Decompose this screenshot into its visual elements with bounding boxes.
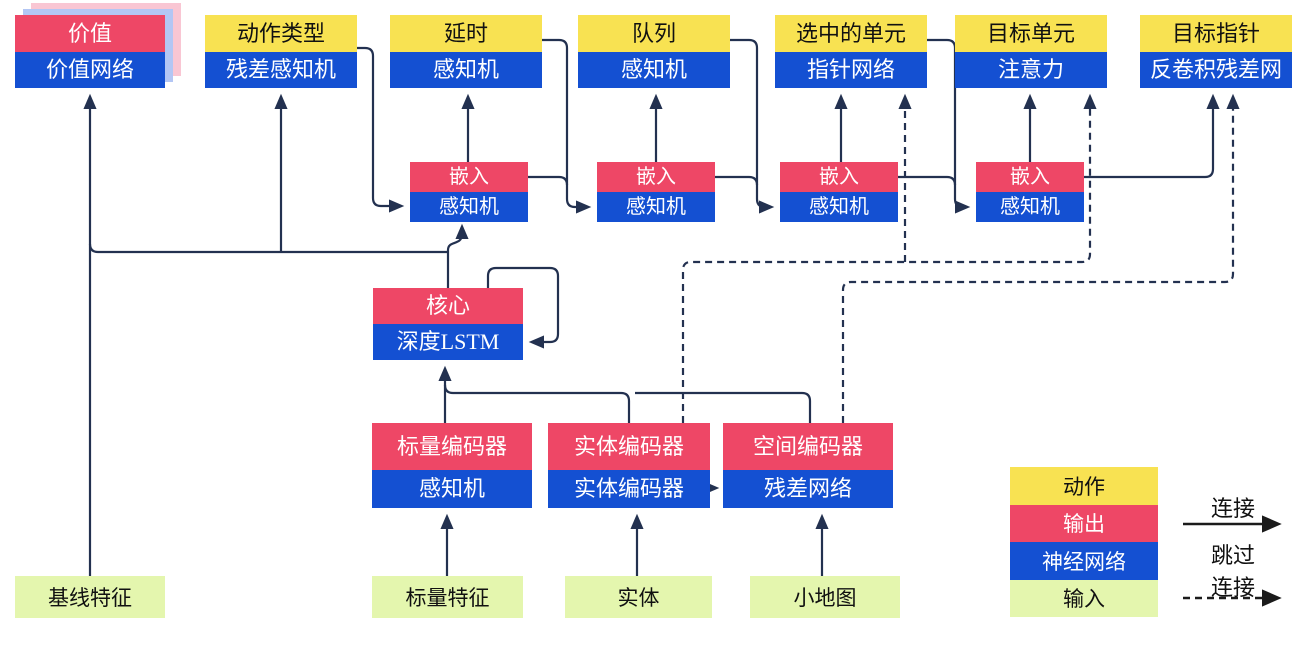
- wire-emb4-to-pointer: [1084, 93, 1220, 179]
- node-spatial-encoder-output-label: 空间编码器: [723, 423, 893, 470]
- node-embedding-3-output-label: 嵌入: [780, 162, 898, 192]
- legend-solid-label: 连接: [1210, 496, 1255, 521]
- node-queue-action-label: 队列: [578, 15, 730, 52]
- node-selected-units: 选中的单元 指针网络: [775, 15, 927, 88]
- node-target-unit: 目标单元 注意力: [955, 15, 1107, 88]
- node-embedding-1: 嵌入 感知机: [410, 162, 528, 222]
- legend-dashed-label-line1: 跳过: [1210, 543, 1255, 568]
- node-queue-network-label: 感知机: [578, 52, 730, 88]
- legend-row-input: 输入: [1010, 579, 1158, 617]
- node-action-type: 动作类型 残差感知机: [205, 15, 357, 88]
- legend-action-label: 动作: [1063, 474, 1105, 499]
- node-core: 核心 深度LSTM: [373, 288, 523, 360]
- node-scalar-encoder: 标量编码器 感知机: [372, 423, 532, 508]
- wire-skip-entity: [681, 93, 1097, 423]
- legend-output-label: 输出: [1063, 512, 1105, 537]
- node-entity-encoder-output-label: 实体编码器: [548, 423, 710, 470]
- wire-emb3-merge: [898, 175, 957, 186]
- legend-color-stack: 动作 输出 神经网络 输入: [1010, 467, 1158, 617]
- node-target-point-network-label: 反卷积残差网: [1140, 52, 1292, 88]
- legend-row-action: 动作: [1010, 467, 1158, 505]
- input-minimap: 小地图: [750, 576, 900, 618]
- node-entity-encoder: 实体编码器 实体编码器: [548, 423, 710, 508]
- input-scalar-features: 标量特征: [372, 576, 523, 618]
- wire-lstm-output-left: [88, 243, 448, 254]
- node-embedding-2: 嵌入 感知机: [597, 162, 715, 222]
- input-baseline-features: 基线特征: [15, 576, 165, 618]
- node-embedding-1-network-label: 感知机: [410, 192, 528, 222]
- node-embedding-4-network-label: 感知机: [976, 192, 1084, 222]
- node-spatial-encoder: 空间编码器 残差网络: [723, 423, 893, 508]
- node-target-unit-network-label: 注意力: [955, 52, 1107, 88]
- node-embedding-2-network-label: 感知机: [597, 192, 715, 222]
- input-entities: 实体: [565, 576, 712, 618]
- wire-emb1-merge: [528, 175, 569, 186]
- node-delay: 延时 感知机: [390, 15, 542, 88]
- wire-chain-queue: [730, 38, 775, 214]
- wire-entity-merge: [443, 384, 631, 423]
- legend-row-output: 输出: [1010, 504, 1158, 542]
- node-value-output-label: 价值: [15, 15, 165, 52]
- node-embedding-2-output-label: 嵌入: [597, 162, 715, 192]
- legend-network-label: 神经网络: [1042, 549, 1126, 574]
- node-core-output-label: 核心: [373, 288, 523, 324]
- node-selected-units-action-label: 选中的单元: [775, 15, 927, 52]
- node-target-unit-action-label: 目标单元: [955, 15, 1107, 52]
- legend-row-network: 神经网络: [1010, 542, 1158, 580]
- node-embedding-4-output-label: 嵌入: [976, 162, 1084, 192]
- node-embedding-3-network-label: 感知机: [780, 192, 898, 222]
- wire-emb2-merge: [715, 175, 759, 186]
- node-target-point-action-label: 目标指针: [1140, 15, 1292, 52]
- node-delay-network-label: 感知机: [390, 52, 542, 88]
- wire-lstm-to-embedding1: [446, 223, 469, 288]
- legend-input-label: 输入: [1063, 587, 1105, 612]
- node-value-network-label: 价值网络: [15, 52, 165, 88]
- node-delay-action-label: 延时: [390, 15, 542, 52]
- node-queue: 队列 感知机: [578, 15, 730, 88]
- legend-dashed-label: 跳过 连接: [1178, 538, 1288, 602]
- node-action-type-action-label: 动作类型: [205, 15, 357, 52]
- wire-skip-spatial: [841, 93, 1240, 423]
- wire-spatial-merge: [635, 391, 812, 423]
- node-embedding-4: 嵌入 感知机: [976, 162, 1084, 222]
- node-embedding-3: 嵌入 感知机: [780, 162, 898, 222]
- node-value: 价值 价值网络: [15, 15, 165, 88]
- node-target-point: 目标指针 反卷积残差网: [1140, 15, 1292, 88]
- node-embedding-1-output-label: 嵌入: [410, 162, 528, 192]
- skip-connections: [681, 93, 1240, 423]
- node-spatial-encoder-network-label: 残差网络: [723, 470, 893, 508]
- node-selected-units-network-label: 指针网络: [775, 52, 927, 88]
- node-core-network-label: 深度LSTM: [373, 324, 523, 360]
- node-entity-encoder-network-label: 实体编码器: [548, 470, 710, 508]
- node-scalar-encoder-output-label: 标量编码器: [372, 423, 532, 470]
- node-scalar-encoder-network-label: 感知机: [372, 470, 532, 508]
- node-action-type-network-label: 残差感知机: [205, 52, 357, 88]
- legend-dashed-label-line2: 连接: [1210, 575, 1255, 600]
